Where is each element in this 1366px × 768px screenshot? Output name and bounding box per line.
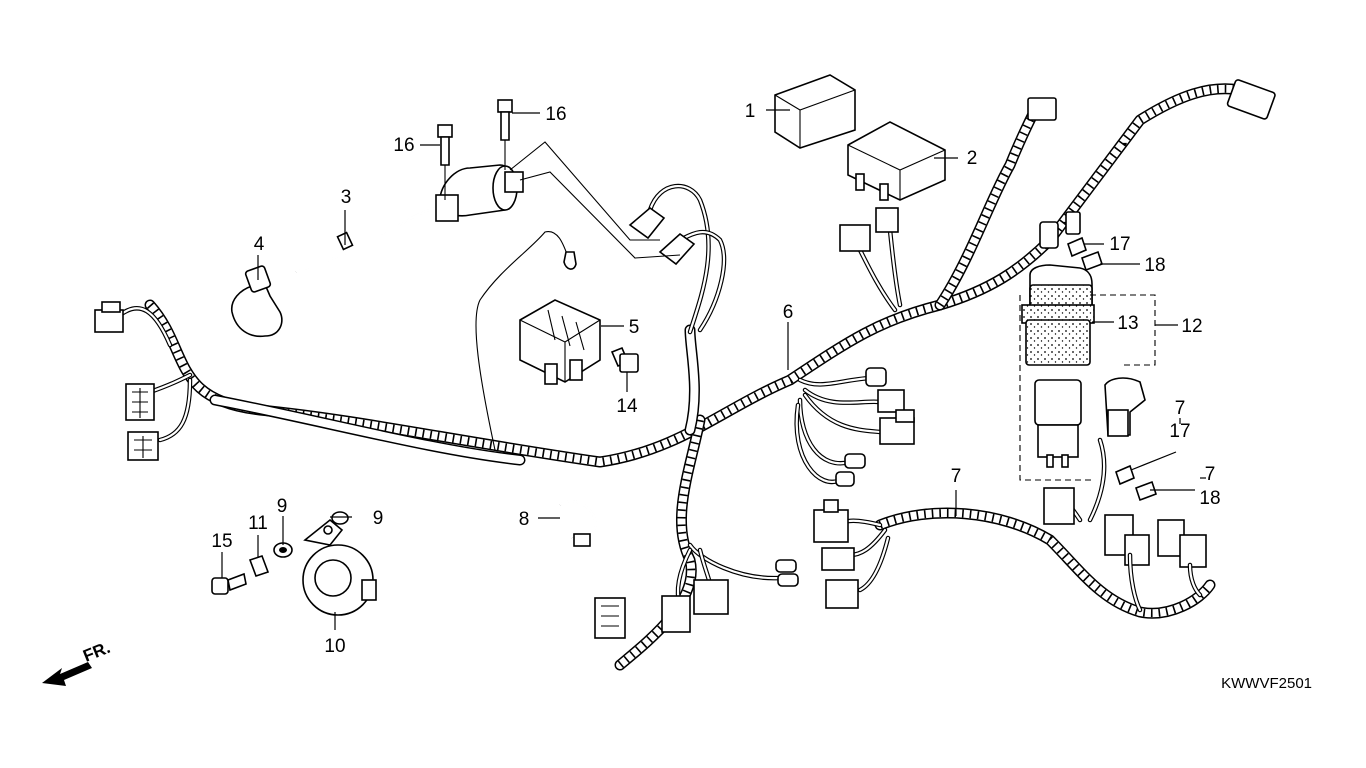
part-5-regulator-rectifier — [519, 299, 601, 385]
diagram-code: KWWVF2501 — [1221, 675, 1312, 692]
callout-6: 6 — [783, 302, 794, 323]
upper-center-connectors — [839, 207, 903, 313]
front-arrow-icon — [42, 662, 92, 686]
callout-18-top: 18 — [1144, 255, 1165, 276]
clip-band-8 — [559, 499, 597, 547]
ignition-coil — [435, 130, 524, 222]
callout-8: 8 — [519, 509, 530, 530]
front-label: FR. — [80, 638, 113, 666]
callout-9-top: 9 — [277, 496, 288, 517]
callout-2: 2 — [967, 148, 978, 169]
sub-wire-harness — [813, 437, 1216, 619]
callout-17-bottom: 17 — [1169, 421, 1190, 442]
callout-11: 11 — [248, 513, 268, 534]
callout-7-sub-harness: 7 — [951, 466, 962, 487]
main-wire-harness — [144, 79, 1276, 671]
hardware-9-11-15 — [211, 511, 349, 595]
callout-17-top: 17 — [1109, 234, 1130, 255]
callout-3: 3 — [341, 187, 352, 208]
callout-16-right: 16 — [545, 104, 566, 125]
part-3-4-ignition-lead — [230, 205, 441, 338]
callout-15: 15 — [211, 531, 232, 552]
relay-group-12 — [1019, 264, 1156, 481]
callout-12: 12 — [1181, 316, 1202, 337]
part-2-control-unit — [847, 121, 946, 201]
lower-center-connectors — [594, 542, 799, 639]
left-connectors — [94, 301, 193, 461]
callout-7-fuse: 7 — [1205, 464, 1216, 485]
callout-10: 10 — [324, 636, 345, 657]
front-direction-marker: FR. — [42, 638, 113, 686]
callout-7-relay-top: 7 — [1175, 398, 1186, 419]
screw-14 — [610, 346, 639, 373]
center-connectors — [794, 367, 915, 487]
callout-9-right: 9 — [373, 508, 384, 529]
horn-10 — [302, 518, 377, 616]
callout-13: 13 — [1117, 313, 1138, 334]
callout-numbers: 1 2 3 4 5 6 7 7 7 8 9 9 10 11 12 13 14 1… — [211, 101, 1220, 657]
bolts-16 — [437, 99, 513, 166]
callout-4: 4 — [254, 234, 265, 255]
callout-leaders — [221, 109, 1206, 630]
part-1-connector-cover — [774, 74, 856, 149]
callout-16-left: 16 — [393, 135, 414, 156]
callout-1: 1 — [745, 101, 756, 122]
ground-wires — [475, 183, 727, 451]
callout-5: 5 — [629, 317, 640, 338]
fuses-17-18 — [1067, 236, 1158, 502]
callout-14: 14 — [616, 396, 638, 417]
callout-18-bottom: 18 — [1199, 488, 1220, 509]
